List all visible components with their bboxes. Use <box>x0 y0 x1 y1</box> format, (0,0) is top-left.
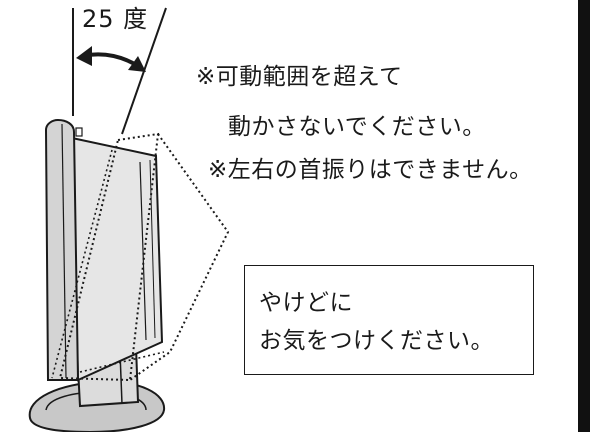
caution-note-range: ※可動範囲を超えて <box>196 64 403 90</box>
tilt-angle-arrow <box>76 46 146 72</box>
burn-warning-box: やけどに お気をつけください。 <box>244 265 534 375</box>
burn-warning-line: やけどに <box>259 290 353 316</box>
burn-warning-line: お気をつけください。 <box>259 328 494 354</box>
caution-note-swivel: ※左右の首振りはできません。 <box>208 157 533 183</box>
monitor-tilted-outline <box>51 132 230 382</box>
tilt-angle-label: 25 度 <box>82 5 149 33</box>
monitor-body <box>44 118 164 382</box>
caution-note-range-continued: 動かさないでください。 <box>228 114 486 140</box>
page-right-border <box>578 0 590 432</box>
